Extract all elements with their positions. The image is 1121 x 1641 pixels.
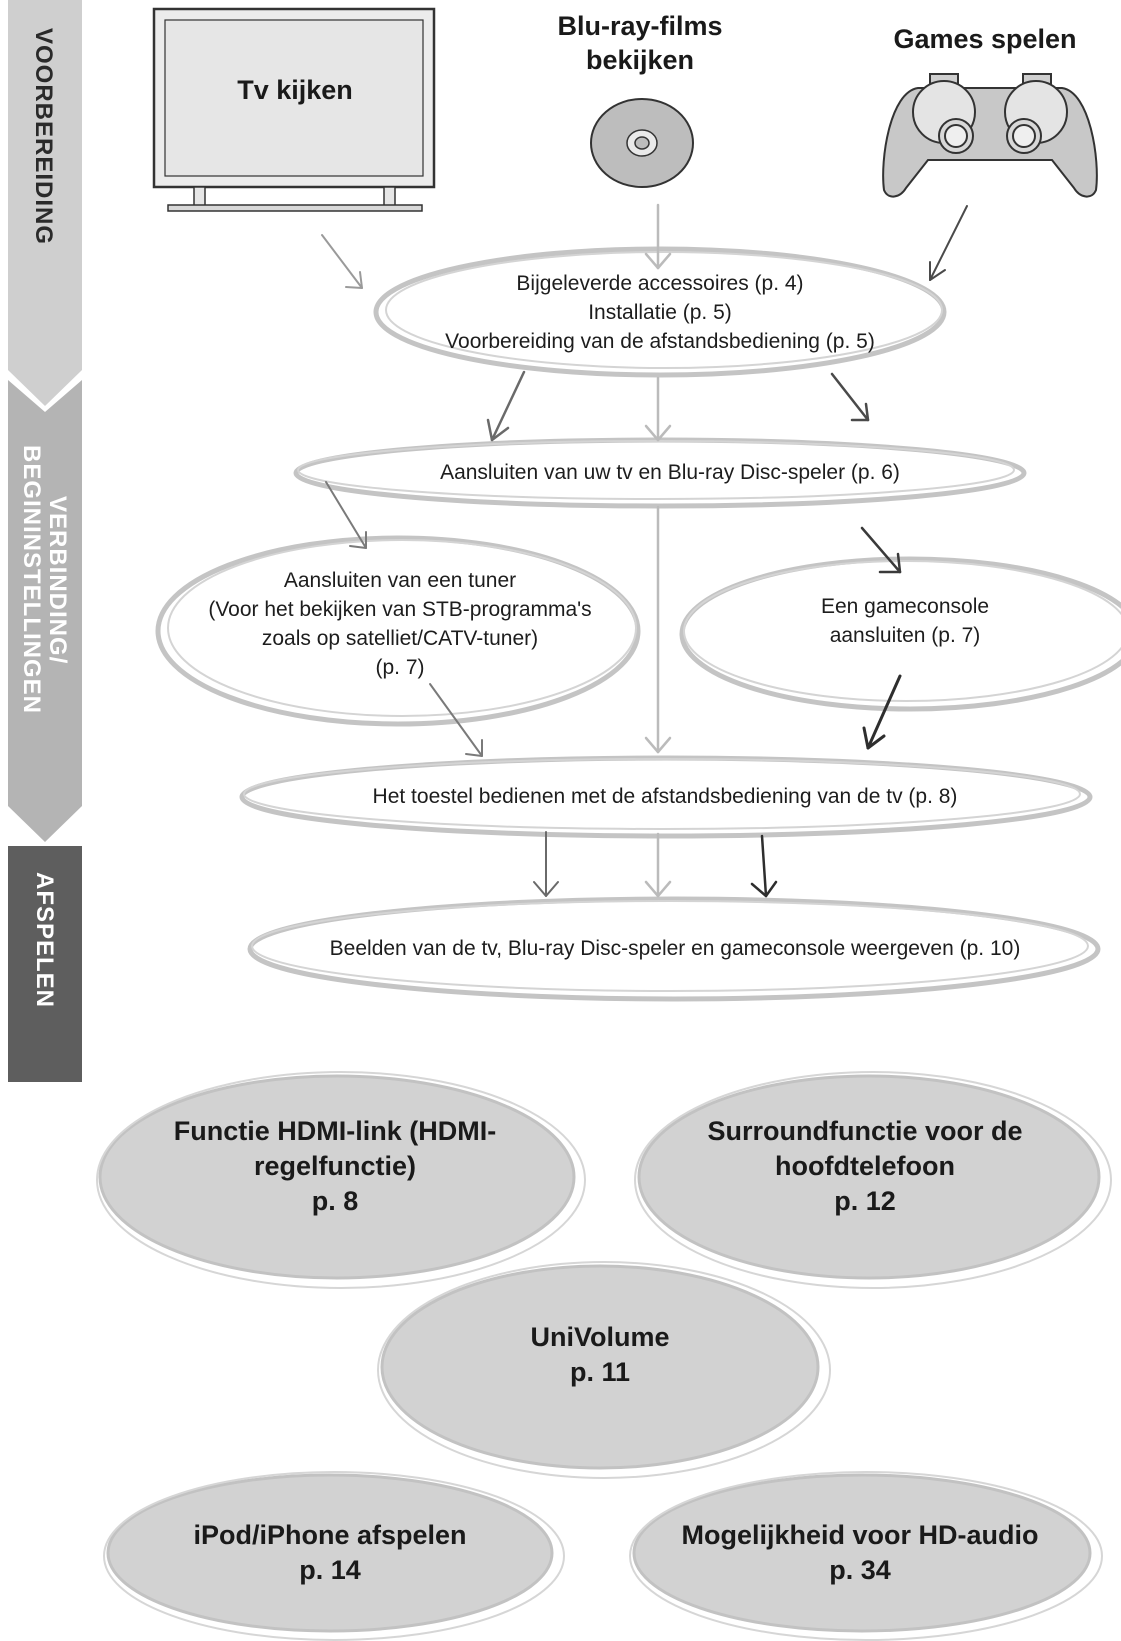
feature-hdmi-label: Functie HDMI-link (HDMI- regelfunctie) p… bbox=[173, 1116, 497, 1216]
feature-surround-blob bbox=[637, 1074, 1101, 1280]
arrow-console-to-remote bbox=[862, 674, 902, 750]
arrow-disc-to-prep bbox=[644, 203, 672, 270]
arrow-connect-to-tuner bbox=[325, 481, 367, 549]
arrow-connect-to-remote-center bbox=[644, 505, 672, 754]
arrow-remote-to-play-center bbox=[644, 832, 672, 898]
section-band-voorbereiding bbox=[8, 0, 82, 406]
feature-ipod-label: iPod/iPhone afspelen p. 14 bbox=[193, 1520, 467, 1585]
disc-illustration bbox=[590, 98, 694, 188]
arrow-connect-to-console bbox=[860, 526, 902, 574]
arrow-remote-to-play-left bbox=[533, 831, 559, 897]
arrow-games-to-prep bbox=[929, 205, 968, 281]
step-remote-label: Het toestel bedienen met de afstandsbedi… bbox=[372, 785, 958, 808]
header-games-label: Games spelen bbox=[893, 24, 1077, 54]
step-connect-label: Aansluiten van uw tv en Blu-ray Disc-spe… bbox=[440, 461, 900, 484]
section-label-afspelen: AFSPELEN bbox=[31, 871, 58, 1008]
tv-illustration bbox=[152, 7, 436, 212]
feature-hdmi-blob bbox=[98, 1074, 576, 1280]
feature-hdaudio-label: Mogelijkheid voor HD-audio p. 34 bbox=[681, 1520, 1039, 1585]
feature-univolume-blob bbox=[380, 1264, 820, 1470]
arrow-tv-to-prep bbox=[321, 234, 363, 289]
step-tuner-label: Aansluiten van een tuner (Voor het bekij… bbox=[208, 569, 592, 679]
arrow-prep-to-connect-center bbox=[644, 376, 672, 442]
arrow-prep-to-connect-left bbox=[486, 370, 526, 442]
step-tuner-ellipse bbox=[155, 535, 641, 727]
arrow-remote-to-play-right bbox=[750, 834, 778, 898]
step-play-label: Beelden van de tv, Blu-ray Disc-speler e… bbox=[329, 937, 1021, 960]
arrow-prep-to-connect-right bbox=[830, 372, 870, 422]
feature-hdaudio-blob bbox=[632, 1473, 1092, 1633]
step-connect-ellipse bbox=[293, 437, 1027, 509]
arrow-tuner-to-remote bbox=[429, 683, 483, 757]
section-label-voorbereiding: VOORBEREIDING bbox=[30, 28, 57, 246]
game-controller-icon bbox=[882, 73, 1098, 198]
step-play-ellipse bbox=[247, 896, 1101, 1002]
header-tv-label: Tv kijken bbox=[237, 75, 353, 105]
feature-univolume-label: UniVolume p. 11 bbox=[530, 1322, 670, 1387]
step-remote-ellipse bbox=[239, 755, 1093, 839]
step-console-label: Een gameconsole aansluiten (p. 7) bbox=[820, 595, 990, 647]
step-console-ellipse bbox=[679, 556, 1121, 712]
section-label-verbinding: VERBINDING/ BEGININSTELLINGEN bbox=[18, 445, 71, 715]
step-prep-ellipse bbox=[373, 246, 947, 378]
step-prep-label: Bijgeleverde accessoires (p. 4) Installa… bbox=[445, 272, 875, 353]
section-band-afspelen bbox=[8, 846, 82, 1082]
feature-surround-label: Surroundfunctie voor de hoofdtelefoon p.… bbox=[707, 1116, 1023, 1216]
section-band-verbinding bbox=[8, 380, 82, 842]
header-bluray-label: Blu-ray-films bekijken bbox=[557, 11, 723, 75]
feature-ipod-blob bbox=[106, 1473, 554, 1633]
